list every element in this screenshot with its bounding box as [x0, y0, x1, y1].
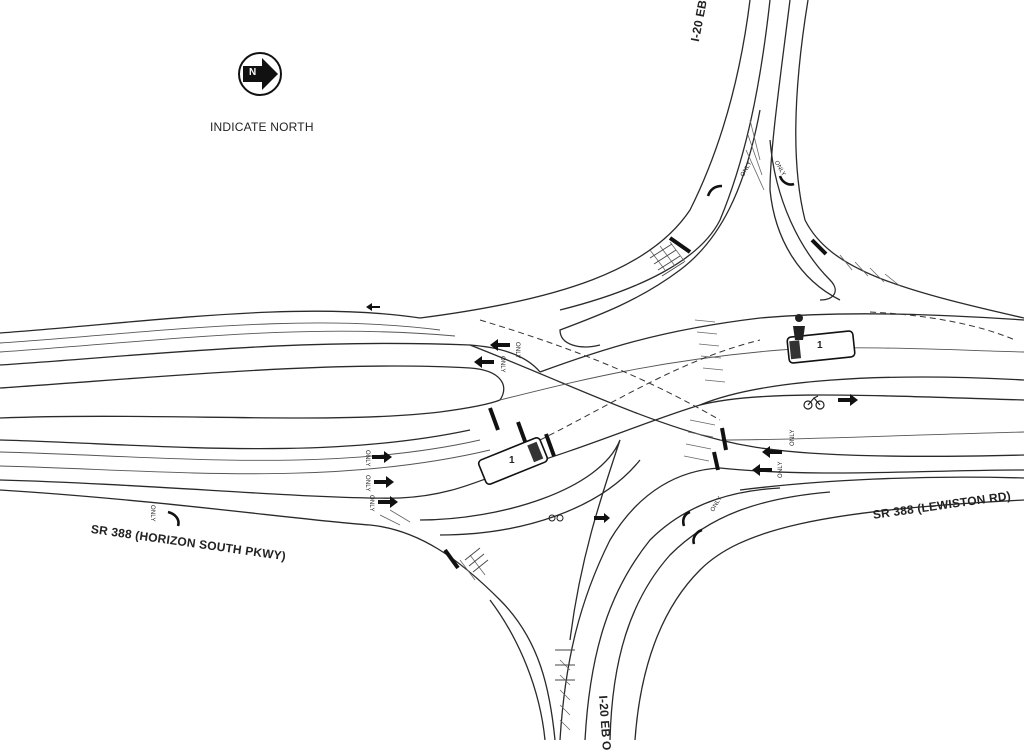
only-marking-8: ONLY — [778, 461, 784, 478]
north-note: INDICATE NORTH — [210, 120, 314, 134]
vehicle-east-number: 1 — [817, 340, 823, 351]
bicycle-small-icon — [548, 514, 564, 522]
north-arrow-icon — [238, 52, 282, 96]
turn-arrows — [167, 175, 795, 545]
stop-bars — [443, 236, 828, 570]
north-offramp — [419, 0, 1024, 348]
lane-arrows — [366, 303, 858, 523]
only-marking-6: ONLY — [499, 356, 505, 373]
vehicle-west-number: 1 — [509, 455, 515, 466]
crosswalks — [464, 243, 685, 681]
vehicle-west — [477, 436, 549, 486]
only-marking-4: ONLY — [368, 495, 374, 512]
only-marking-3: ONLY — [364, 475, 370, 492]
west-road — [0, 310, 556, 740]
north-letter: N — [249, 67, 257, 78]
crossover — [469, 311, 1024, 491]
vehicle-east — [786, 330, 856, 364]
south-ramps — [419, 439, 1024, 740]
only-marking-5: ONLY — [514, 342, 520, 359]
bicycle-icon — [803, 395, 825, 410]
only-marking-7: ONLY — [790, 429, 796, 446]
only-marking-1: ONLY — [149, 505, 155, 522]
only-marking-2: ONLY — [364, 450, 370, 467]
pedestrian-icon — [793, 314, 805, 340]
hatched-gore-areas — [379, 119, 901, 731]
